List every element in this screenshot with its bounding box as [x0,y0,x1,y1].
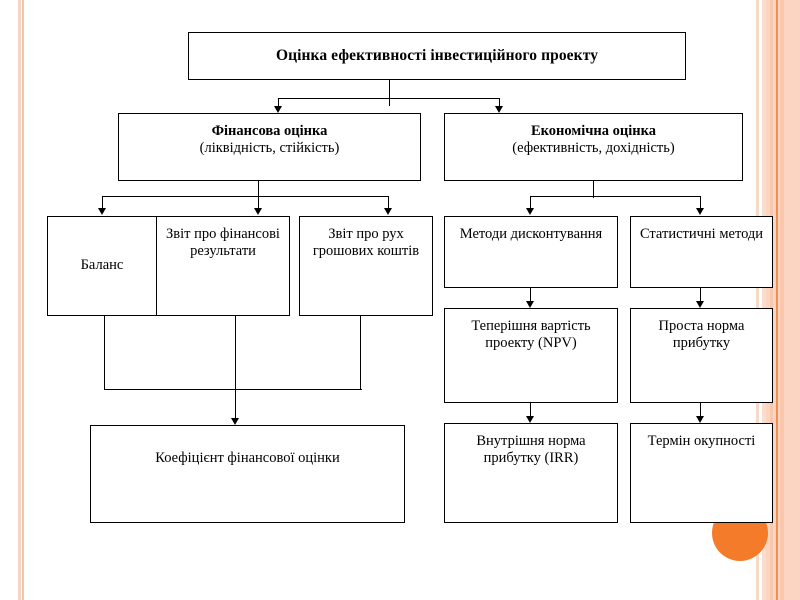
arrowhead-to-cashflow-report [384,208,392,215]
right-border-stripe-1 [762,0,766,600]
connector-financial-split-bar [102,196,389,198]
connector-economic-stem [593,181,595,198]
box-financial-evaluation-title: Фінансова оцінка [211,123,328,139]
connector-financial-to-cashflow [388,196,390,210]
arrowhead-to-statistical-methods [696,208,704,215]
box-simple-rate-of-return: Проста норма прибутку [630,308,773,403]
box-npv: Теперішня вартість проекту (NPV) [444,308,618,403]
box-cash-flow-report-label: Звіт про рух грошових коштів [312,226,420,260]
box-financial-evaluation: Фінансова оцінка (ліквідність, стійкість… [118,113,421,181]
box-economic-evaluation-title: Економічна оцінка [530,123,657,139]
connector-economic-to-discount [530,196,532,210]
box-simple-rate-of-return-label: Проста норма прибутку [658,318,745,352]
connector-simple-rate-to-payback [700,403,702,419]
connector-left-merge-stem [235,316,237,421]
box-economic-evaluation-subtitle: (ефективність, дохідність) [512,140,675,157]
arrowhead-to-financial-evaluation [274,106,282,113]
arrowhead-to-irr [526,416,534,423]
right-border-stripe-2 [770,0,773,600]
box-cash-flow-report: Звіт про рух грошових коштів [299,216,433,316]
box-title-investment-project-evaluation: Оцінка ефективності інвестиційного проек… [188,32,686,80]
right-border-stripe-3 [776,0,778,600]
box-balance-label: Баланс [80,257,124,274]
connector-title-stem [389,80,391,106]
box-discounting-methods-label: Методи дисконтування [459,226,603,242]
arrowhead-to-balance [98,208,106,215]
arrowhead-to-financial-coefficient [231,418,239,425]
left-border-stripe-inner [22,0,24,600]
box-financial-results-report: Звіт про фінансові результати [156,216,290,316]
box-discounting-methods: Методи дисконтування [444,216,618,288]
connector-title-to-right [499,98,501,110]
box-payback-period-label: Термін окупності [647,433,756,449]
arrowhead-to-npv [526,301,534,308]
arrowhead-to-financial-report [254,208,262,215]
box-irr: Внутрішня норма прибутку (IRR) [444,423,618,523]
connector-left-merge-bar [104,389,362,391]
connector-financial-stem [258,181,260,198]
arrowhead-to-payback-period [696,416,704,423]
connector-economic-split-bar [530,196,701,198]
box-financial-evaluation-subtitle: (ліквідність, стійкість) [199,140,340,157]
box-financial-results-report-label: Звіт про фінансові результати [166,226,280,260]
left-border-stripe-outer [18,0,21,600]
connector-statistic-to-simple-rate [700,288,702,304]
box-irr-label: Внутрішня норма прибутку (IRR) [476,433,586,467]
box-statistical-methods: Статистичні методи [630,216,773,288]
connector-npv-to-irr [530,403,532,419]
arrowhead-to-economic-evaluation [495,106,503,113]
box-npv-label: Теперішня вартість проекту (NPV) [471,318,591,352]
box-financial-evaluation-coefficient: Коефіцієнт фінансової оцінки [90,425,405,523]
right-border-stripe-4 [780,0,784,600]
connector-financial-to-report [258,196,260,210]
box-title-label: Оцінка ефективності інвестиційного проек… [275,46,599,64]
connector-title-split-bar [278,98,500,100]
connector-balance-down [104,316,106,390]
connector-cashflow-down [360,316,362,390]
box-economic-evaluation: Економічна оцінка (ефективність, дохідні… [444,113,743,181]
connector-economic-to-statistic [700,196,702,210]
arrowhead-to-discount-methods [526,208,534,215]
connector-title-to-left [278,98,280,110]
arrowhead-to-simple-rate [696,301,704,308]
right-border-stripe-5 [756,0,759,600]
box-financial-evaluation-coefficient-label: Коефіцієнт фінансової оцінки [155,450,340,466]
box-statistical-methods-label: Статистичні методи [639,226,764,242]
connector-financial-to-balance [102,196,104,210]
box-payback-period: Термін окупності [630,423,773,523]
box-balance: Баланс [47,216,157,316]
connector-discount-to-npv [530,288,532,304]
